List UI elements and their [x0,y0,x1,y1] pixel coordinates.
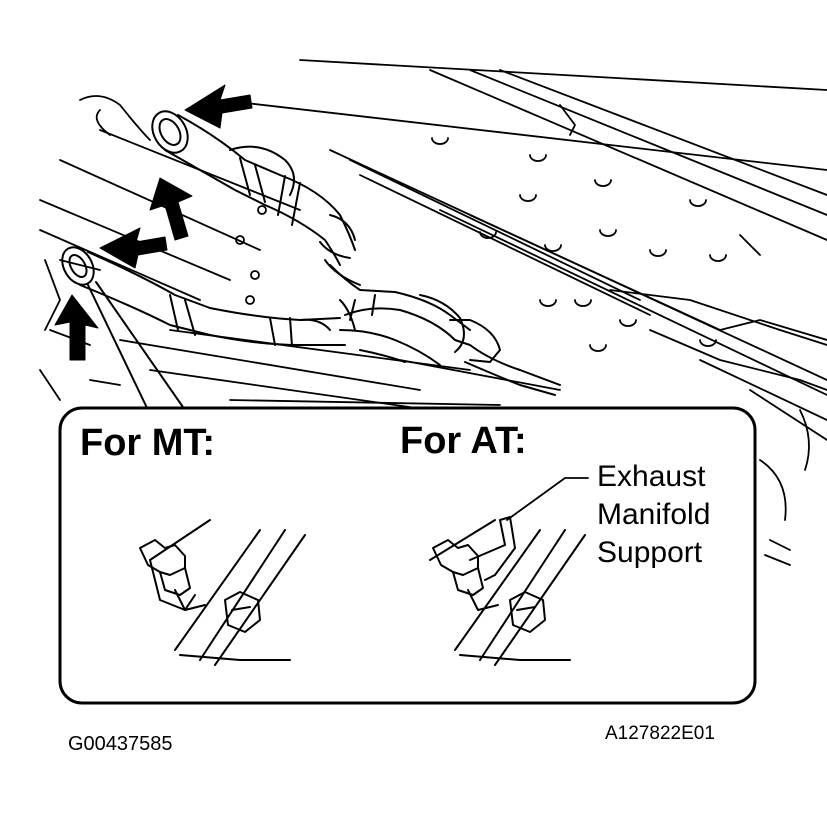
detail-callout-box [58,406,757,705]
arrow-upper-left [149,177,193,241]
figure-code-left: G00437585 [68,733,173,755]
at-detail-view [429,477,589,666]
underbody-panel-lines [39,59,827,566]
support-leader-line [506,477,589,521]
catalytic-converters [324,259,561,396]
lower-exhaust-pipe [61,246,346,347]
figure-code-right: A127822E01 [605,723,715,744]
support-label-line-3: Support [597,536,703,569]
support-label-line-2: Manifold [597,498,711,531]
label-for-at: For AT: [400,420,527,462]
label-exhaust-manifold-support: Exhaust Manifold Support [597,458,710,572]
upper-exhaust-pipe [151,110,356,266]
arrow-lower-left [54,294,99,361]
panel-bolt-holes [235,137,727,352]
arrow-lower-right [99,227,168,269]
mt-detail-view [139,519,306,666]
label-for-mt: For MT: [80,422,216,464]
arrow-upper-right [184,84,253,129]
support-label-line-1: Exhaust [597,460,706,493]
bolt-pointer-arrows [54,84,253,361]
callout-leader-lines [87,281,186,411]
